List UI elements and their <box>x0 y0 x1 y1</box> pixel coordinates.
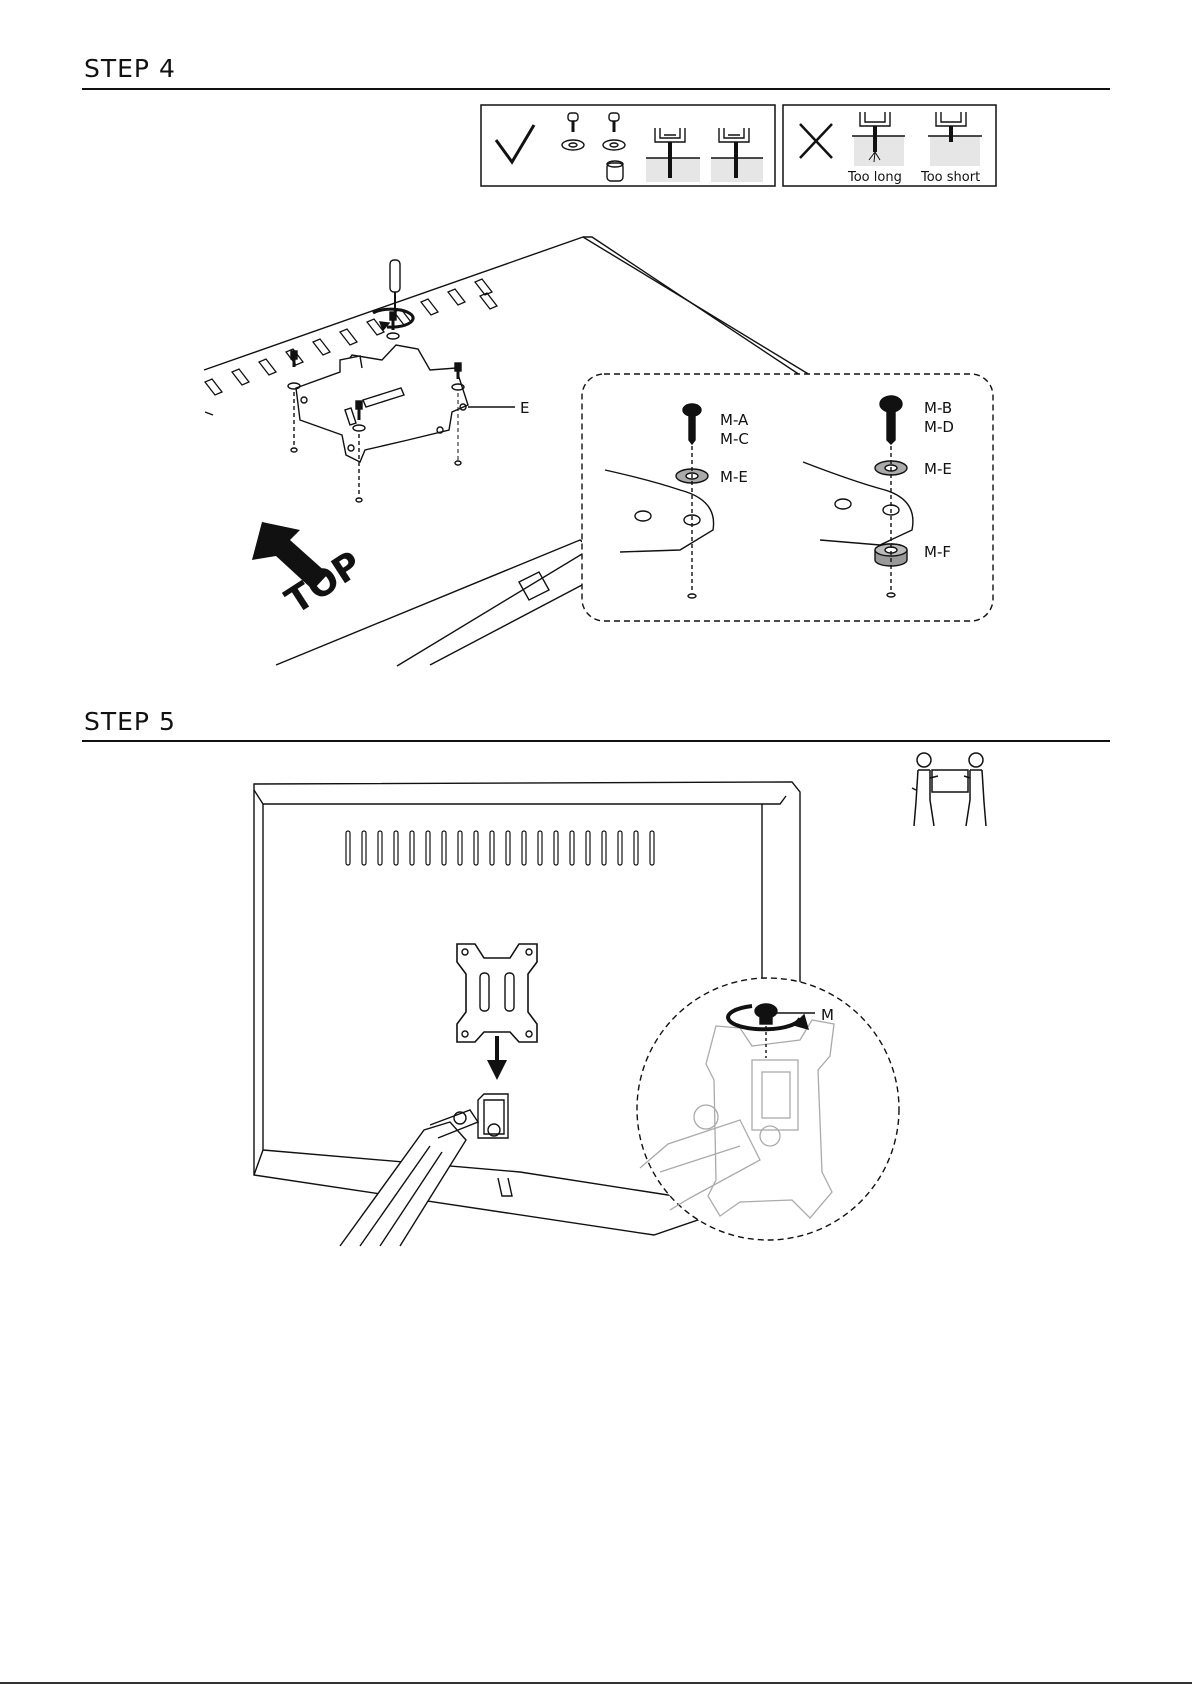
screw-washer-spacer-icon <box>603 113 625 181</box>
label-m-e-left: M-E <box>720 468 748 486</box>
too-short-label: Too short <box>920 170 980 185</box>
page-bottom-rule <box>0 1682 1192 1684</box>
label-m-a: M-A <box>720 411 749 429</box>
wrong-usage-box: Too long Too short <box>783 105 996 186</box>
vesa-plate <box>457 944 537 1042</box>
knob-detail-callout: M <box>637 978 899 1240</box>
too-long-label: Too long <box>847 170 902 185</box>
screw-detail-callout: M-A M-C M-E M-B M-D M-E M-F <box>582 374 993 621</box>
correct-usage-box <box>481 105 775 186</box>
label-m-d: M-D <box>924 418 954 436</box>
label-m-f: M-F <box>924 543 951 561</box>
label-m-b: M-B <box>924 399 952 417</box>
label-m-c: M-C <box>720 430 749 448</box>
vesa-plate-e: E <box>296 345 529 462</box>
knob-label-m: M <box>821 1006 834 1024</box>
label-m-e-right: M-E <box>924 460 952 478</box>
check-icon <box>496 125 534 162</box>
plate-label-e: E <box>520 399 529 417</box>
two-person-lift-icon <box>912 753 986 826</box>
top-direction-arrow: TOP <box>252 522 369 623</box>
screw-washer-icon <box>562 113 584 150</box>
cross-icon <box>800 124 832 158</box>
